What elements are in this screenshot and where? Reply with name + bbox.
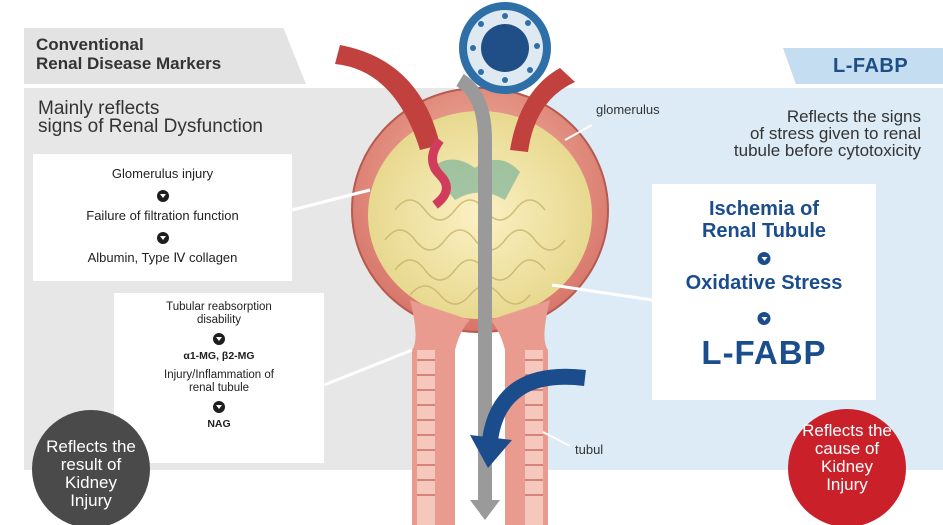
circle-line-4: Injury <box>32 492 150 510</box>
tubule-wall-left <box>417 350 435 525</box>
circle-line-1: Reflects the <box>32 438 150 456</box>
tubular-reabsorption-line-1: Tubular reabsorption <box>114 301 324 313</box>
circle-line-2: cause of <box>788 440 906 458</box>
circle-line-2: result of <box>32 456 150 474</box>
ischemia-line-2: Renal Tubule <box>652 220 876 242</box>
circle-line-3: Kidney <box>32 474 150 492</box>
cause-of-injury-circle: Reflects the cause of Kidney Injury <box>788 409 906 525</box>
ischemia-line-1: Ischemia of <box>652 198 876 220</box>
lfabp-step: L-FABP <box>652 334 876 372</box>
glomerulus-label: glomerulus <box>596 102 660 117</box>
circle-line-1: Reflects the <box>788 422 906 440</box>
lfabp-pathway-box: Ischemia of Renal Tubule Oxidative Stres… <box>652 184 876 400</box>
down-arrow-icon <box>758 312 771 325</box>
albumin-collagen: Albumin, Type Ⅳ collagen <box>33 250 292 266</box>
result-of-injury-circle: Reflects the result of Kidney Injury <box>32 410 150 525</box>
nag-marker: NAG <box>114 418 324 430</box>
filtration-failure: Failure of filtration function <box>33 208 292 223</box>
right-subtitle: Reflects the signs of stress given to re… <box>655 108 921 159</box>
circle-line-4: Injury <box>788 476 906 494</box>
glomerulus-injury: Glomerulus injury <box>33 166 292 181</box>
ischemia-step: Ischemia of Renal Tubule <box>652 198 876 242</box>
microglobulin-markers: α1-MG, β2-MG <box>114 350 324 362</box>
circle-line-3: Kidney <box>788 458 906 476</box>
filtrate-flow-arrowhead <box>470 500 500 520</box>
tubul-label: tubul <box>575 442 603 457</box>
tubule-injury-line-2: renal tubule <box>114 382 324 394</box>
down-arrow-icon <box>157 232 169 244</box>
right-subtitle-line-2: of stress given to renal <box>655 125 921 142</box>
connector-box2 <box>324 350 412 385</box>
tubular-reabsorption-line-2: disability <box>114 314 324 326</box>
right-subtitle-line-3: tubule before cytotoxicity <box>655 142 921 159</box>
tubule-injury-line-1: Injury/Inflammation of <box>114 369 324 381</box>
glomerular-markers-box: Glomerulus injury Failure of filtration … <box>33 154 292 281</box>
down-arrow-icon <box>213 333 225 345</box>
down-arrow-icon <box>213 401 225 413</box>
vessel-lumen <box>481 24 529 72</box>
oxidative-stress-step: Oxidative Stress <box>652 272 876 295</box>
down-arrow-icon <box>758 252 771 265</box>
right-subtitle-line-1: Reflects the signs <box>655 108 921 125</box>
down-arrow-icon <box>157 190 169 202</box>
